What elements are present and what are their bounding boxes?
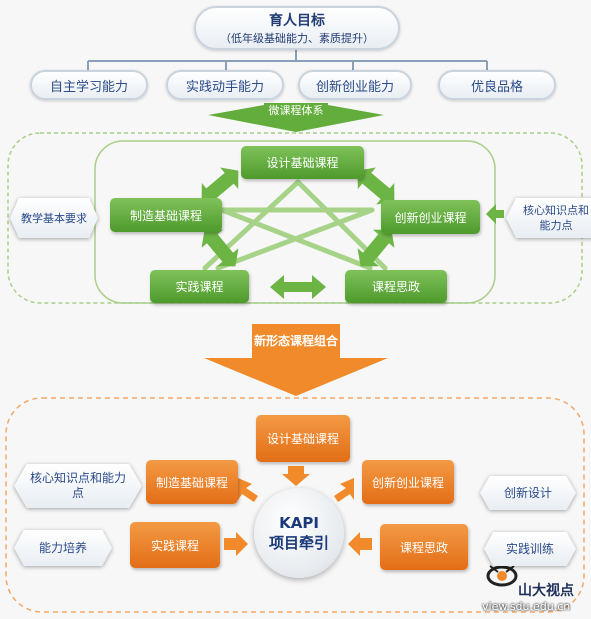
combo-arrow-head (204, 358, 388, 396)
kapi-frame (5, 397, 585, 613)
right-input-arrow (486, 204, 504, 224)
goal-subtitle: （低年级基础能力、素质提升） (220, 32, 374, 45)
kapi-course-practice: 实践课程 (130, 522, 220, 568)
kapi-course-design: 设计基础课程 (256, 415, 350, 462)
kapi-course-politics: 课程思政 (380, 524, 468, 570)
kapi-left-tag-knowledge: 核心知识点和能力点 (14, 464, 142, 508)
goal-box: 育人目标 （低年级基础能力、素质提升） (194, 6, 400, 50)
micro-left-input: 教学基本要求 (10, 198, 98, 238)
micro-outer-frame (7, 132, 583, 304)
double-arrows (201, 167, 395, 299)
combo-arrow-stem (252, 324, 340, 358)
micro-arrow-stem (264, 103, 328, 115)
kapi-center-line2: 项目牵引 (268, 533, 329, 552)
tree-connector (87, 50, 488, 70)
micro-left-input-label: 教学基本要求 (10, 198, 98, 238)
kapi-right-tag-design-label: 创新设计 (480, 476, 576, 510)
ability-self-learning: 自主学习能力 (30, 70, 148, 100)
kapi-left-tag-ability: 能力培养 (14, 530, 112, 566)
micro-course-innovation: 创新创业课程 (381, 200, 480, 234)
combo-arrow-label: 新形态课程组合 (253, 334, 338, 348)
micro-right-input-label: 核心知识点和能力点 (506, 198, 591, 238)
kapi-right-tag-training: 实践训练 (484, 532, 576, 566)
kapi-course-innovation: 创新创业课程 (362, 460, 454, 504)
watermark-url: view.sdu.edu.cn (482, 600, 571, 613)
watermark-brand: 山大视点 (518, 583, 574, 599)
kapi-left-tag-ability-label: 能力培养 (14, 530, 112, 566)
micro-course-design: 设计基础课程 (241, 146, 364, 179)
kapi-right-tag-training-label: 实践训练 (484, 532, 576, 566)
kapi-right-tag-design: 创新设计 (480, 476, 576, 510)
ability-practice: 实践动手能力 (166, 70, 284, 100)
ability-innovation: 创新创业能力 (298, 70, 412, 100)
micro-course-practice: 实践课程 (150, 270, 249, 303)
ability-character: 优良品格 (438, 70, 556, 100)
micro-right-input: 核心知识点和能力点 (506, 198, 591, 238)
micro-down-arrow (208, 105, 384, 132)
micro-course-manufacture: 制造基础课程 (110, 198, 222, 232)
micro-arrow-label: 微课程体系 (268, 104, 324, 117)
kapi-course-manufacture: 制造基础课程 (146, 460, 238, 504)
kapi-center-circle: KAPI 项目牵引 (254, 488, 344, 578)
kapi-center-line1: KAPI (279, 513, 319, 532)
goal-title: 育人目标 (269, 13, 325, 29)
kapi-left-tag-knowledge-label: 核心知识点和能力点 (14, 464, 142, 508)
kapi-arrows (224, 466, 372, 556)
micro-course-politics: 课程思政 (345, 270, 447, 303)
